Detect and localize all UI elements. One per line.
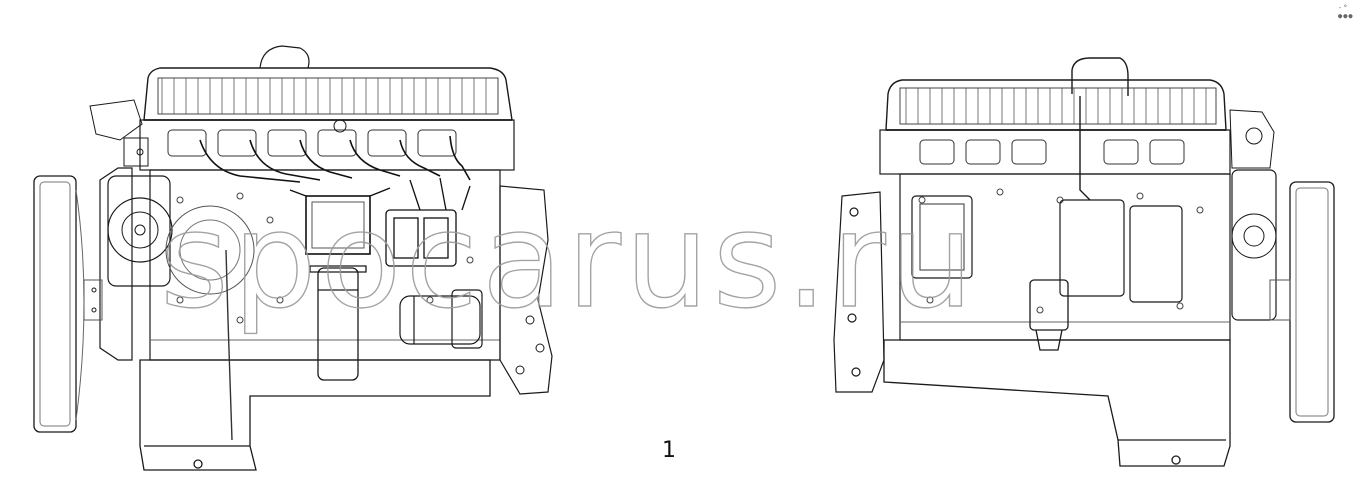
flywheel-housing [33, 175, 85, 433]
dipstick-tube [225, 249, 233, 441]
bell-housing [83, 167, 133, 361]
high-pressure-pump [385, 177, 471, 267]
oil-pan [139, 359, 491, 471]
engine-left-side-view [33, 45, 553, 471]
rear-mount-bracket [499, 185, 553, 395]
cylinder-head [139, 119, 515, 171]
oil-filter [309, 265, 367, 381]
fuel-injector-lines [199, 135, 471, 183]
valve-cover [143, 45, 513, 121]
cylinder-head [879, 129, 1231, 175]
intake-manifold [911, 195, 1183, 303]
corner-mark: -° ●●● [1338, 4, 1354, 20]
timing-cover [1229, 109, 1277, 321]
flywheel-housing [1269, 181, 1335, 423]
figure-reference-number: 1 [662, 438, 676, 463]
watermark-text: spocarus.ru [160, 184, 977, 338]
ecu-module [289, 187, 391, 255]
valve-cover [885, 79, 1227, 131]
engine-right-side-view [833, 57, 1335, 467]
intake-riser-pipe [1071, 57, 1129, 201]
starter-motor [399, 289, 483, 349]
watermark: spocarus.ru [159, 183, 977, 338]
oil-pan [883, 339, 1231, 467]
front-mount-bracket [833, 191, 885, 393]
